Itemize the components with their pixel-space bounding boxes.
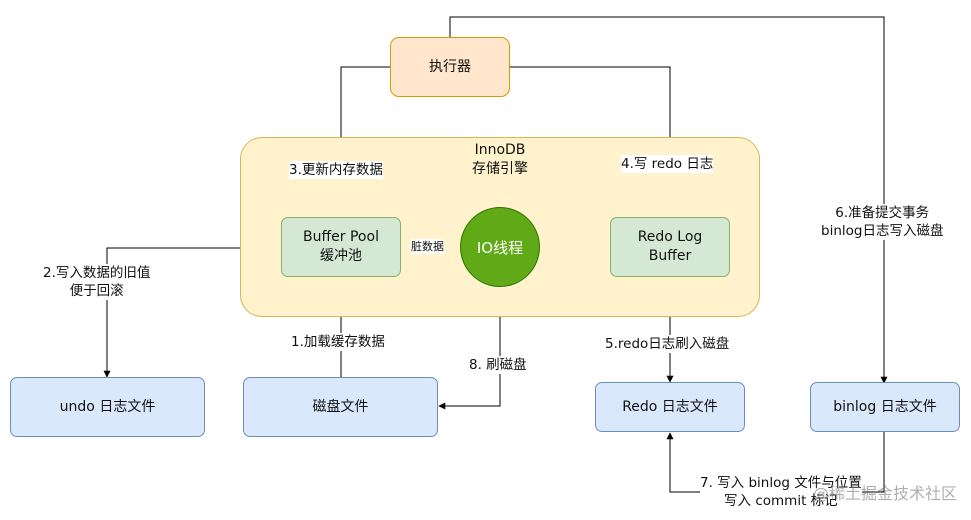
redo-file-label: Redo 日志文件: [622, 398, 718, 415]
redo-log-buffer-label-line2: Buffer: [648, 248, 692, 264]
step7-label-line1: 7. 写入 binlog 文件与位置: [700, 475, 862, 491]
step2-label-line1: 2.写入数据的旧值: [43, 265, 151, 281]
disk-file-node: 磁盘文件: [243, 377, 438, 437]
step1-label: 1.加载缓存数据: [291, 333, 385, 351]
step6-label-line2: binlog日志写入磁盘: [821, 223, 944, 239]
step2-label-line2: 便于回滚: [69, 283, 124, 299]
edge-buffer-pool-to-undo: [103, 247, 281, 378]
redo-file-node: Redo 日志文件: [595, 382, 745, 432]
undo-file-node: undo 日志文件: [10, 377, 205, 437]
disk-file-label: 磁盘文件: [312, 398, 369, 415]
buffer-pool-label-line1: Buffer Pool: [303, 229, 379, 245]
watermark: @稀土掘金技术社区: [812, 484, 957, 503]
binlog-file-label: binlog 日志文件: [833, 398, 937, 415]
step7-label-line2: 写入 commit 标记: [724, 493, 838, 509]
step2-label: 2.写入数据的旧值 便于回滚: [43, 264, 151, 300]
edge-executor-to-binlog: [449, 16, 888, 384]
io-thread-node: IO线程: [460, 207, 540, 287]
executor-label: 执行器: [429, 58, 471, 75]
step6-label: 6.准备提交事务 binlog日志写入磁盘: [821, 204, 944, 240]
step8-label: 8. 刷磁盘: [469, 356, 527, 374]
innodb-title-line1: InnoDB: [474, 142, 526, 158]
edge-io-to-disk: [438, 287, 501, 410]
innodb-title: InnoDB 存储引擎: [440, 141, 560, 179]
io-thread-label: IO线程: [476, 238, 524, 257]
step3-label: 3.更新内存数据: [289, 161, 383, 179]
innodb-title-line2: 存储引擎: [472, 161, 528, 177]
step4-label: 4.写 redo 日志: [621, 155, 714, 173]
redo-log-buffer-node: Redo Log Buffer: [610, 217, 730, 277]
buffer-pool-label-line2: 缓冲池: [320, 248, 362, 264]
buffer-pool-node: Buffer Pool 缓冲池: [281, 217, 401, 277]
dirty-data-label: 脏数据: [411, 239, 444, 254]
redo-log-buffer-label-line1: Redo Log: [637, 229, 703, 245]
step7-label: 7. 写入 binlog 文件与位置 写入 commit 标记: [700, 474, 862, 510]
undo-file-label: undo 日志文件: [59, 398, 156, 415]
executor-node: 执行器: [390, 37, 510, 97]
binlog-file-node: binlog 日志文件: [810, 382, 960, 432]
step5-label: 5.redo日志刷入磁盘: [605, 335, 730, 353]
step6-label-line1: 6.准备提交事务: [835, 205, 930, 221]
